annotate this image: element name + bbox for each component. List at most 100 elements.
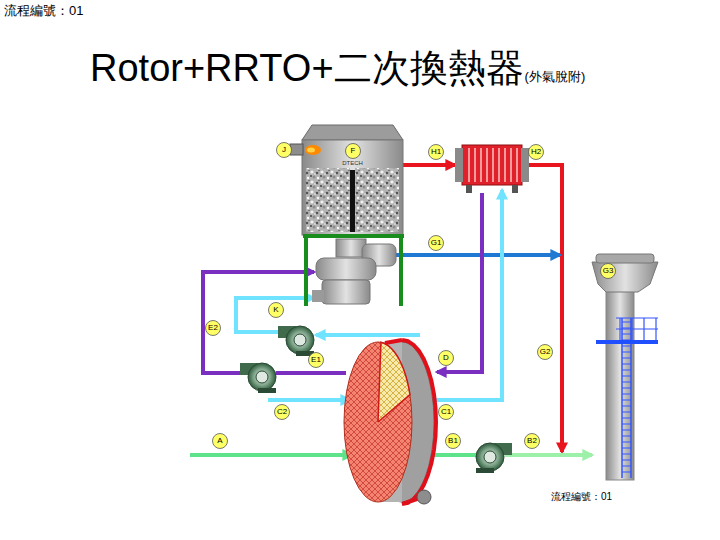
art-part [302, 125, 403, 140]
callout-letter: G1 [431, 239, 442, 247]
art-part [516, 148, 518, 182]
flow-pipe [190, 453, 352, 457]
callout-letter: E1 [311, 356, 321, 364]
brand-mark: DTECH [302, 160, 403, 167]
art-part [622, 454, 631, 455]
art-part [498, 148, 500, 182]
art-part [622, 376, 631, 377]
art-part [616, 317, 658, 318]
zeolite-rotor [344, 340, 436, 504]
art-part [622, 322, 631, 323]
art-part [468, 148, 470, 182]
flow-pipe [434, 190, 502, 400]
callout-letter: B2 [527, 437, 537, 445]
art-part [476, 443, 504, 471]
art-part [304, 236, 308, 306]
rto-unit [290, 125, 404, 306]
art-part [466, 185, 472, 193]
art-part [622, 352, 631, 353]
art-part [476, 468, 494, 473]
callout-letter: D [443, 354, 449, 362]
art-part [622, 424, 631, 425]
art-part [512, 185, 518, 193]
art-part [622, 418, 631, 419]
flow-pipe [268, 398, 350, 402]
callout-circle [269, 303, 284, 318]
art-part [474, 148, 476, 182]
art-part [248, 363, 276, 391]
art-part [350, 170, 355, 232]
callout-letter: G2 [540, 348, 551, 356]
art-part [344, 342, 412, 502]
art-part [399, 236, 403, 306]
art-part [622, 328, 631, 329]
art-part [622, 430, 631, 431]
callout-letter: K [273, 306, 278, 314]
art-part [622, 394, 631, 395]
art-part [521, 148, 529, 182]
art-part [596, 254, 654, 263]
callout-circle [309, 353, 324, 368]
callout-letter: C1 [441, 408, 451, 416]
callout-circle [277, 143, 292, 158]
fan-symbol [278, 326, 314, 356]
art-part [622, 406, 631, 407]
flow-number: 流程編號：01 [4, 4, 83, 18]
callout-circle [429, 236, 444, 251]
flow-pipe [316, 333, 420, 337]
callout-letter: B1 [448, 437, 458, 445]
title-note: (外氣脫附) [525, 70, 586, 84]
art-part [622, 466, 631, 467]
art-part [312, 290, 324, 302]
art-part [417, 490, 431, 504]
art-part [306, 168, 350, 232]
art-part [355, 168, 399, 232]
callout-circle [529, 145, 544, 160]
art-part [622, 358, 631, 359]
art-part [484, 451, 496, 463]
art-part [616, 328, 658, 329]
exhaust-stack [592, 254, 658, 480]
art-part [622, 436, 631, 437]
art-part [622, 370, 631, 371]
art-part [385, 340, 402, 343]
callout-circle [538, 345, 553, 360]
art-part [316, 258, 376, 280]
art-part [622, 448, 631, 449]
flow-pipe [203, 272, 314, 373]
heat-exchanger [455, 145, 529, 193]
flow-pipe [505, 453, 592, 457]
art-part [258, 388, 276, 393]
art-part [622, 400, 631, 401]
callout-circle [525, 434, 540, 449]
art-part [622, 388, 631, 389]
art-part [480, 148, 482, 182]
art-part [486, 148, 488, 182]
art-part [622, 412, 631, 413]
callout-circle [275, 405, 290, 420]
flow-number: 流程編號：01 [551, 491, 612, 502]
art-part [305, 145, 321, 155]
art-part [322, 280, 370, 304]
callout-letter: G3 [603, 267, 614, 275]
callout-circle [439, 405, 454, 420]
art-part [303, 234, 404, 238]
art-part [378, 342, 410, 422]
flow-pipe [403, 163, 455, 167]
callout-markers [206, 143, 616, 449]
flow-pipe [437, 193, 482, 372]
art-part [596, 340, 658, 344]
pipe-lines [190, 165, 592, 455]
page-title: Rotor+RRTO+二次換熱器 [90, 48, 524, 90]
art-part [256, 371, 268, 383]
art-part [462, 145, 522, 185]
flow-pipe [432, 453, 476, 457]
art-part [302, 140, 403, 235]
art-part [455, 148, 463, 182]
flow-pipe [276, 371, 346, 375]
callout-circle [601, 264, 616, 279]
callout-circle [206, 321, 221, 336]
callout-letter: A [217, 437, 222, 445]
art-part [294, 334, 306, 346]
flow-pipe [396, 253, 560, 257]
